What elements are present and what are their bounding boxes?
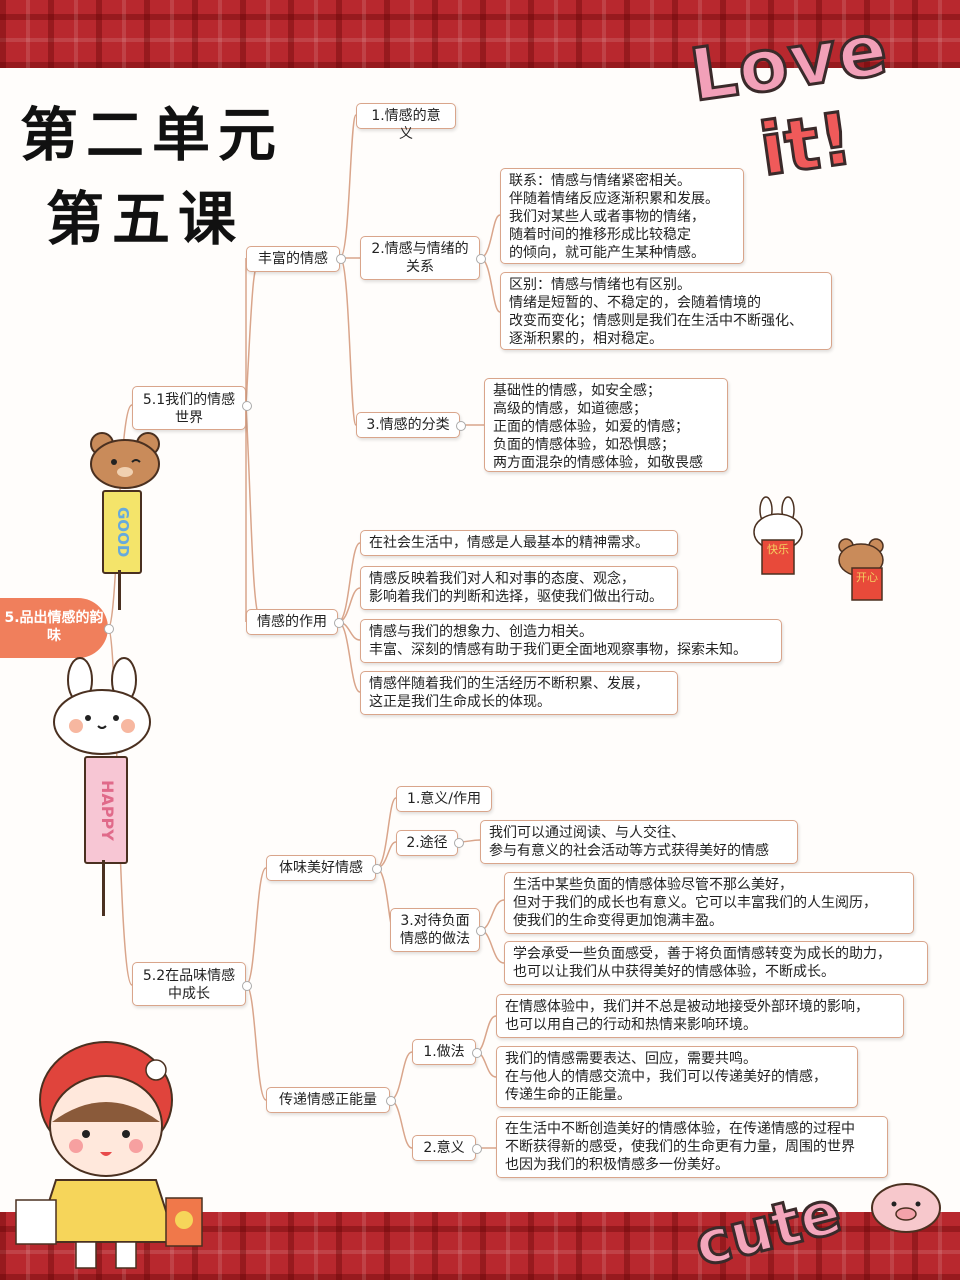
collapse-toggle[interactable] bbox=[334, 618, 344, 628]
node-positive-energy[interactable]: 传递情感正能量 bbox=[266, 1087, 390, 1113]
node-negative[interactable]: 3.对待负面情感的做法 bbox=[390, 908, 480, 952]
good-label: GOOD bbox=[102, 490, 142, 574]
pig-icon bbox=[871, 1183, 941, 1233]
node-methods[interactable]: 1.做法 bbox=[412, 1039, 476, 1065]
detail-role-2: 情感反映着我们对人和对事的态度、观念， 影响着我们的判断和选择，驱使我们做出行动… bbox=[360, 566, 678, 610]
bear-small-sticker: 开心 bbox=[834, 536, 890, 602]
collapse-toggle[interactable] bbox=[454, 838, 464, 848]
detail-meaning-2: 在生活中不断创造美好的情感体验，在传递情感的过程中 不断获得新的感受，使我们的生… bbox=[496, 1116, 888, 1178]
it-text: it! bbox=[753, 95, 859, 194]
node-ways[interactable]: 2.途径 bbox=[396, 830, 458, 856]
collapse-toggle[interactable] bbox=[386, 1096, 396, 1106]
node-meaning-2[interactable]: 2.意义 bbox=[412, 1135, 476, 1161]
node-rich-emotions[interactable]: 丰富的情感 bbox=[246, 246, 340, 272]
plaid-border-top bbox=[0, 0, 960, 68]
bear-good-sticker: GOOD bbox=[86, 430, 166, 610]
node-savor[interactable]: 体味美好情感 bbox=[266, 855, 376, 881]
collapse-toggle[interactable] bbox=[242, 401, 252, 411]
collapse-toggle[interactable] bbox=[472, 1048, 482, 1058]
bunny-small-sticker: 快乐 bbox=[748, 496, 808, 582]
love-it-sticker: Love it! bbox=[684, 5, 940, 200]
detail-relation-difference: 区别：情感与情绪也有区别。 情绪是短暂的、不稳定的，会随着情境的 改变而变化；情… bbox=[500, 272, 832, 350]
love-text: Love bbox=[684, 5, 896, 119]
collapse-toggle[interactable] bbox=[476, 926, 486, 936]
collapse-toggle[interactable] bbox=[476, 254, 486, 264]
happy-label: HAPPY bbox=[84, 756, 128, 864]
detail-role-3: 情感与我们的想象力、创造力相关。 丰富、深刻的情感有助于我们更全面地观察事物，探… bbox=[360, 619, 782, 663]
detail-negative-1: 生活中某些负面的情感体验尽管不那么美好， 但对于我们的成长也有意义。它可以丰富我… bbox=[504, 872, 914, 934]
detail-role-1: 在社会生活中，情感是人最基本的精神需求。 bbox=[360, 530, 678, 556]
unit-title: 第二单元 bbox=[20, 101, 285, 169]
mindmap-root[interactable]: 5.品出情感的韵味 bbox=[0, 598, 108, 658]
branch-5-2[interactable]: 5.2在品味情感中成长 bbox=[132, 962, 246, 1006]
detail-negative-2: 学会承受一些负面感受，善于将负面情感转变为成长的助力， 也可以让我们从中获得美好… bbox=[504, 941, 928, 985]
cute-sticker: cute bbox=[686, 1176, 960, 1281]
collapse-toggle[interactable] bbox=[104, 624, 114, 634]
detail-ways: 我们可以通过阅读、与人交往、 参与有意义的社会活动等方式获得美好的情感 bbox=[480, 820, 798, 864]
collapse-toggle[interactable] bbox=[472, 1144, 482, 1154]
cute-text: cute bbox=[686, 1176, 849, 1281]
collapse-toggle[interactable] bbox=[336, 254, 346, 264]
collapse-toggle[interactable] bbox=[456, 421, 466, 431]
node-significance[interactable]: 1.意义/作用 bbox=[396, 786, 492, 812]
detail-relation-link: 联系：情感与情绪紧密相关。 伴随着情绪反应逐渐积累和发展。 我们对某些人或者事物… bbox=[500, 168, 744, 264]
collapse-toggle[interactable] bbox=[242, 981, 252, 991]
lesson-title: 第五课 bbox=[46, 185, 245, 253]
plaid-border-bottom bbox=[0, 1212, 960, 1280]
girl-illustration bbox=[6, 1030, 206, 1270]
kuaile-label: 快乐 bbox=[767, 543, 789, 556]
collapse-toggle[interactable] bbox=[372, 864, 382, 874]
kaixin-label: 开心 bbox=[856, 571, 878, 584]
detail-role-4: 情感伴随着我们的生活经历不断积累、发展， 这正是我们生命成长的体现。 bbox=[360, 671, 678, 715]
node-emotion-role[interactable]: 情感的作用 bbox=[246, 609, 338, 635]
detail-methods-1: 在情感体验中，我们并不总是被动地接受外部环境的影响， 也可以用自己的行动和热情来… bbox=[496, 994, 904, 1038]
node-relation[interactable]: 2.情感与情绪的关系 bbox=[360, 236, 480, 280]
branch-5-1[interactable]: 5.1我们的情感世界 bbox=[132, 386, 246, 430]
detail-classification: 基础性的情感，如安全感； 高级的情感，如道德感； 正面的情感体验，如爱的情感； … bbox=[484, 378, 728, 472]
detail-methods-2: 我们的情感需要表达、回应，需要共鸣。 在与他人的情感交流中，我们可以传递美好的情… bbox=[496, 1046, 858, 1108]
node-meaning[interactable]: 1.情感的意义 bbox=[356, 103, 456, 142]
node-classification[interactable]: 3.情感的分类 bbox=[356, 412, 460, 438]
bunny-happy-sticker: HAPPY bbox=[48, 656, 158, 916]
